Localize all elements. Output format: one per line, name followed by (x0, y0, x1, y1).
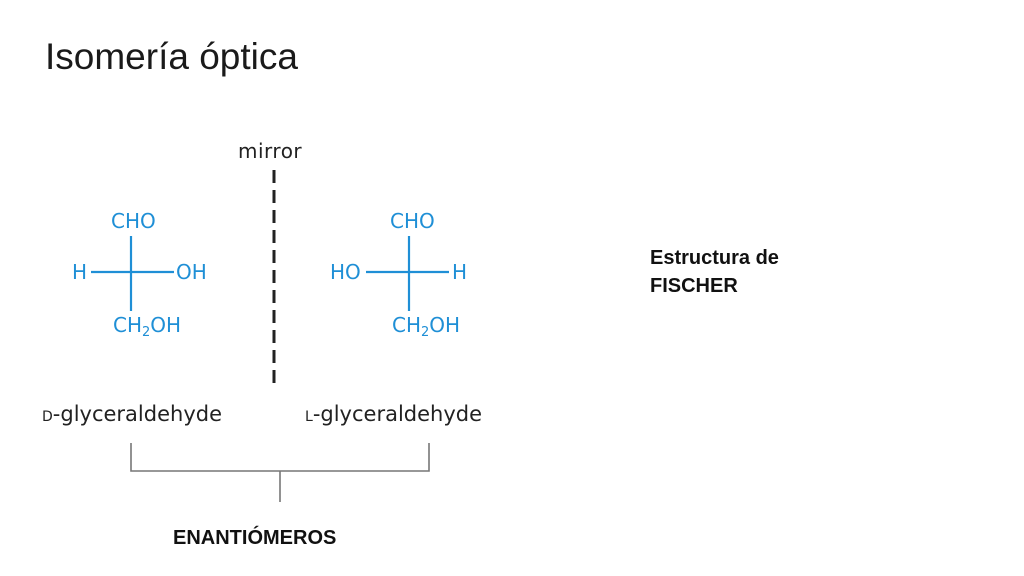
left-molecule-name: D-glyceraldehyde (42, 402, 222, 426)
left-bottom-main: CH (113, 313, 143, 337)
left-left-group: H (72, 260, 88, 284)
left-right-group: OH (176, 260, 207, 284)
right-bottom-group: CH2OH (392, 313, 460, 340)
left-bottom-tail: OH (150, 313, 182, 337)
enantiomer-bracket (130, 443, 430, 472)
left-name-prefix: D (42, 409, 53, 425)
right-bottom-subscript: 2 (421, 325, 430, 340)
right-top-group: CHO (390, 209, 435, 233)
fischer-note: Estructura de FISCHER (650, 244, 779, 300)
left-bottom-group: CH2OH (113, 313, 181, 340)
right-name-rest: -glyceraldehyde (312, 402, 483, 426)
right-molecule-name: L-glyceraldehyde (305, 402, 482, 426)
right-bottom-main: CH (392, 313, 422, 337)
right-right-group: H (452, 260, 468, 284)
right-left-group: HO (330, 260, 361, 284)
slide-title: Isomería óptica (45, 36, 298, 77)
left-bottom-subscript: 2 (142, 325, 151, 340)
right-bottom-tail: OH (429, 313, 461, 337)
left-top-group: CHO (111, 209, 156, 233)
right-name-prefix: L (305, 409, 313, 425)
left-name-rest: -glyceraldehyde (52, 402, 222, 426)
mirror-label: mirror (238, 139, 303, 163)
enantiomers-label: ENANTIÓMEROS (173, 527, 337, 549)
fischer-note-line1: Estructura de (650, 247, 779, 269)
fischer-note-line2: FISCHER (650, 275, 738, 297)
